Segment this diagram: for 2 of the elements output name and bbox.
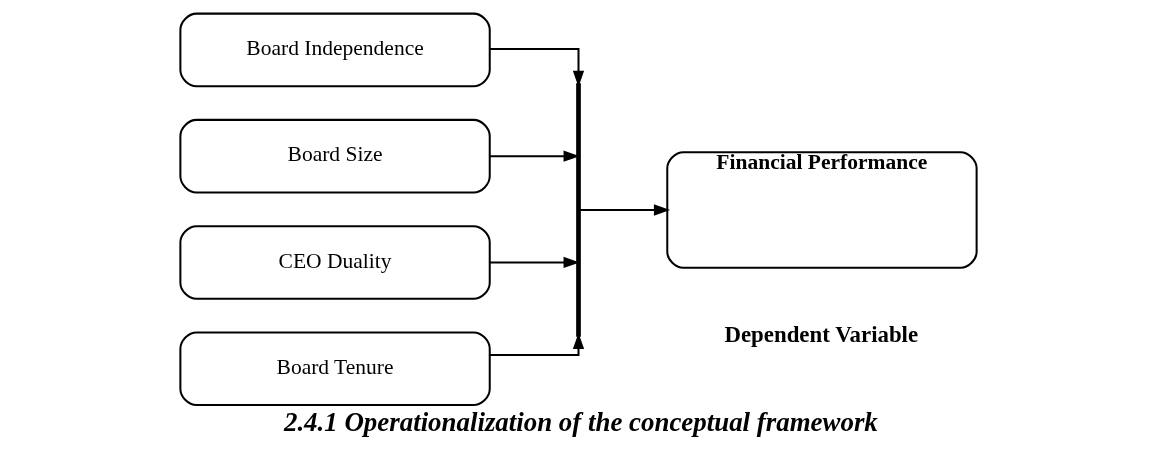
node-label: Dependent Variable (723, 321, 918, 347)
caption: 2.4.1 Operationalization of the conceptual framework (283, 406, 878, 437)
